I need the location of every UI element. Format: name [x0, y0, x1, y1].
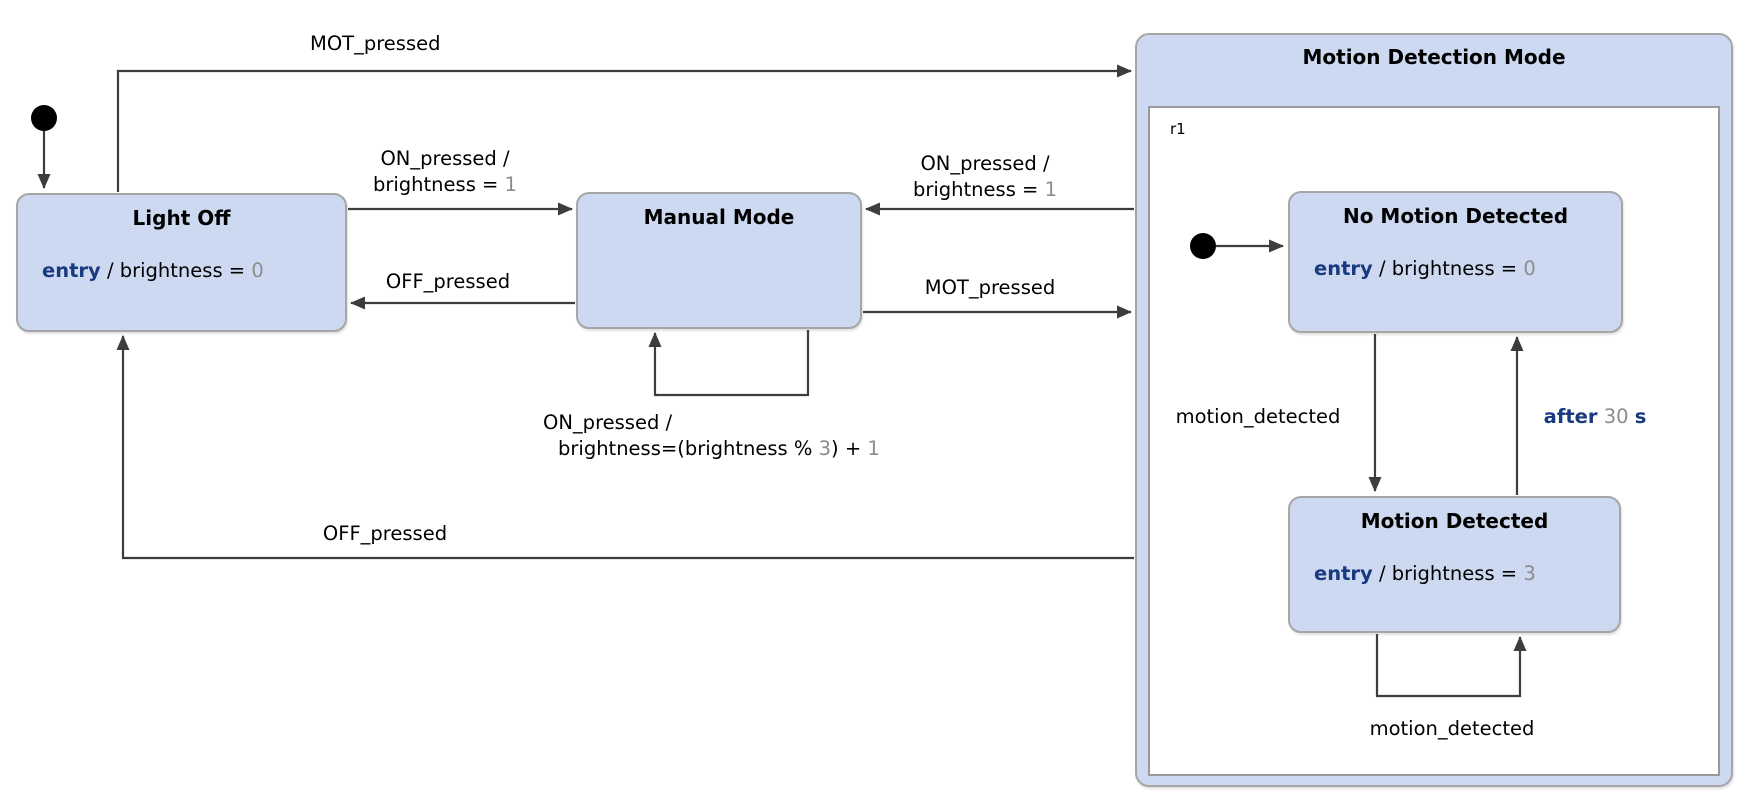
entry-action: entry / brightness = 3 [1314, 562, 1536, 585]
label-motion-detected-self[interactable]: motion_detected [1369, 717, 1535, 740]
action-value: 1 [1044, 178, 1058, 201]
trigger-line: ON_pressed / [543, 411, 673, 434]
state-no-motion-detected[interactable]: No Motion Detected entry / brightness = … [1288, 191, 1623, 333]
action-line: brightness=(brightness % 3) + 1 [543, 436, 880, 462]
entry-value: 3 [1523, 562, 1536, 585]
label-on-pressed-motion-manual[interactable]: ON_pressed / brightness = 1 [913, 151, 1057, 203]
action-text: brightness = [372, 173, 505, 196]
trigger-line: ON_pressed / [380, 147, 510, 170]
action-value: 1 [867, 437, 880, 460]
action-text: brightness=(brightness % [558, 437, 819, 460]
action-text: ) + [831, 437, 868, 460]
action-value: 1 [504, 173, 518, 196]
state-title: No Motion Detected [1342, 204, 1569, 228]
state-title: Manual Mode [643, 205, 795, 229]
label-mot-pressed-manual-motion[interactable]: MOT_pressed [924, 276, 1056, 299]
action-line: brightness = 1 [913, 177, 1057, 203]
after-unit: s [1634, 405, 1647, 428]
label-off-pressed-motion-lightoff[interactable]: OFF_pressed [322, 522, 448, 545]
after-value: 30 [1597, 405, 1635, 428]
action-text: brightness = [912, 178, 1045, 201]
entry-keyword: entry [42, 259, 101, 282]
entry-action: entry / brightness = 0 [1314, 257, 1536, 280]
action-line: brightness = 1 [373, 172, 517, 198]
initial-state-marker[interactable] [31, 105, 57, 189]
entry-value: 0 [251, 259, 264, 282]
state-motion-detected[interactable]: Motion Detected entry / brightness = 3 [1288, 496, 1621, 633]
entry-text: / brightness = [100, 259, 252, 282]
trigger-line: ON_pressed / [920, 152, 1050, 175]
label-on-pressed-lightoff-manual[interactable]: ON_pressed / brightness = 1 [373, 146, 517, 198]
after-keyword: after [1543, 405, 1598, 428]
entry-action: entry / brightness = 0 [42, 259, 264, 282]
label-on-pressed-manual-self[interactable]: ON_pressed / brightness=(brightness % 3)… [543, 410, 880, 462]
state-title: Motion Detection Mode [1302, 45, 1566, 69]
state-title: Motion Detected [1360, 509, 1549, 533]
action-value: 3 [818, 437, 832, 460]
transition-on-pressed-manual-self[interactable] [648, 330, 810, 397]
label-off-pressed-manual-lightoff[interactable]: OFF_pressed [385, 270, 511, 293]
entry-keyword: entry [1314, 257, 1373, 280]
label-after-30s[interactable]: after 30 s [1544, 404, 1647, 430]
entry-text: / brightness = [1372, 562, 1524, 585]
entry-value: 0 [1523, 257, 1536, 280]
entry-keyword: entry [1314, 562, 1373, 585]
state-manual-mode[interactable]: Manual Mode [576, 192, 862, 329]
label-motion-detected-down[interactable]: motion_detected [1175, 405, 1341, 428]
label-mot-pressed-top[interactable]: MOT_pressed [310, 32, 441, 55]
state-title: Light Off [132, 206, 231, 230]
entry-text: / brightness = [1372, 257, 1524, 280]
region-label: r1 [1170, 120, 1186, 138]
state-light-off[interactable]: Light Off entry / brightness = 0 [16, 193, 347, 332]
